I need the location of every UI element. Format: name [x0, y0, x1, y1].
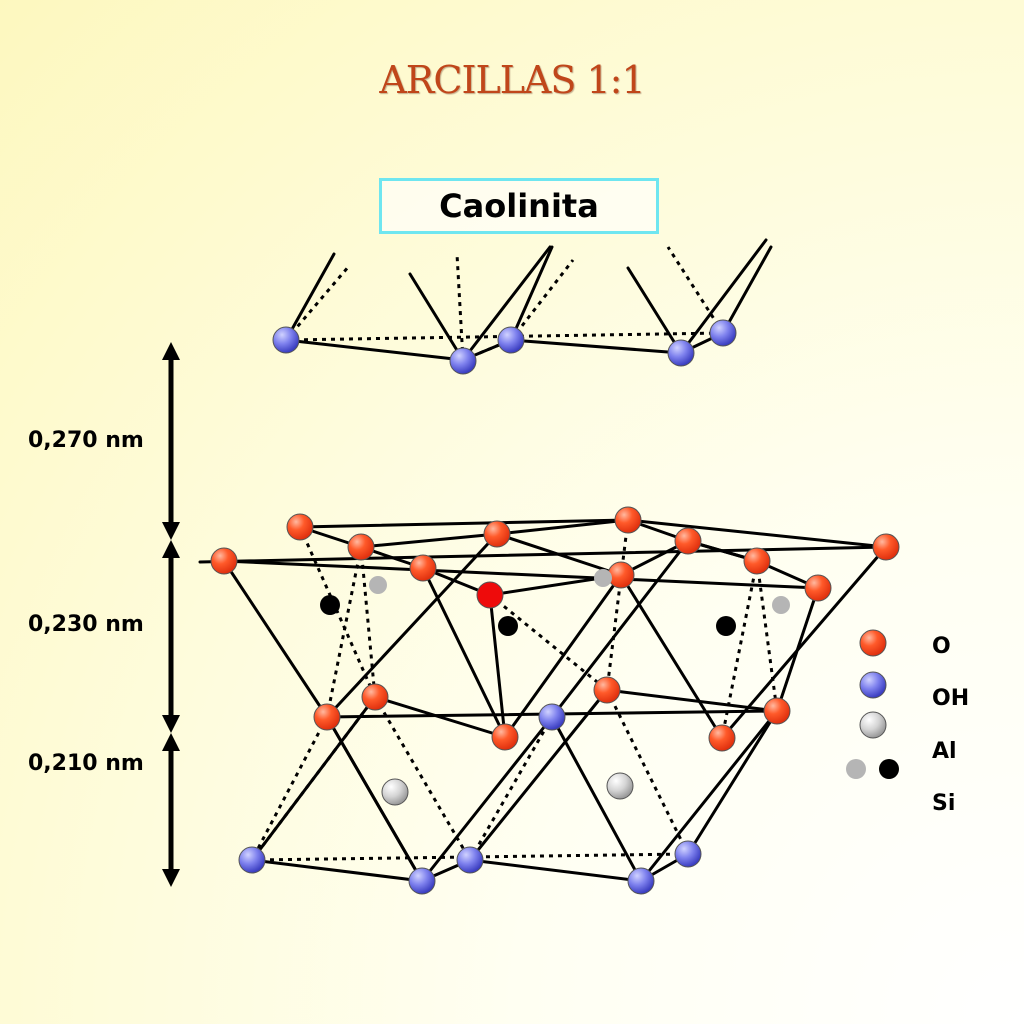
atom-si-black	[716, 616, 736, 636]
atom-o	[347, 533, 375, 561]
atom-oh	[238, 846, 266, 874]
legend-si-black-symbol	[879, 759, 899, 779]
atom-al	[381, 778, 409, 806]
legend-label-al: Al	[932, 739, 957, 764]
atom-o	[491, 723, 519, 751]
atom-o	[361, 683, 389, 711]
atom-si-grey	[772, 596, 790, 614]
legend-label-si: Si	[932, 791, 956, 816]
atom-oh	[538, 703, 566, 731]
atom-o	[708, 724, 736, 752]
legend-o-symbol	[859, 629, 887, 657]
atom-o	[763, 697, 791, 725]
dimension-label-interlayer: 0,270 nm	[28, 428, 144, 453]
legend-si-grey-symbol	[846, 759, 866, 779]
legend-oh-symbol	[859, 671, 887, 699]
legend-label-oh: OH	[932, 686, 970, 711]
atom-oh	[272, 326, 300, 354]
atom-oh	[667, 339, 695, 367]
mineral-name: Caolinita	[439, 187, 599, 225]
atom-oh	[456, 846, 484, 874]
atom-o	[743, 547, 771, 575]
atom-si-grey	[594, 569, 612, 587]
legend-label-o: O	[932, 634, 951, 659]
atom-oh	[709, 319, 737, 347]
atom-o	[476, 581, 504, 609]
atom-o	[674, 527, 702, 555]
page-title: ARCILLAS 1:1	[379, 58, 645, 102]
atom-o	[593, 676, 621, 704]
atom-oh	[497, 326, 525, 354]
solid-bonds	[198, 238, 888, 883]
atom-si-black	[320, 595, 340, 615]
atom-o	[409, 554, 437, 582]
atom-o	[872, 533, 900, 561]
atom-o	[804, 574, 832, 602]
atom-oh	[674, 840, 702, 868]
dimension-label-octahedral: 0,210 nm	[28, 751, 144, 776]
atom-si-black	[498, 616, 518, 636]
atoms	[210, 319, 900, 895]
atom-o	[483, 520, 511, 548]
atom-oh	[627, 867, 655, 895]
legend-symbols	[846, 629, 899, 779]
atom-o	[210, 547, 238, 575]
atom-oh	[408, 867, 436, 895]
dimension-label-tetrahedral: 0,230 nm	[28, 612, 144, 637]
atom-al	[606, 772, 634, 800]
mineral-name-box: Caolinita	[379, 178, 659, 234]
atom-o	[313, 703, 341, 731]
atom-o	[614, 506, 642, 534]
atom-o	[286, 513, 314, 541]
atom-o	[607, 561, 635, 589]
dimension-arrows	[162, 342, 180, 887]
legend-al-symbol	[859, 711, 887, 739]
atom-si-grey	[369, 576, 387, 594]
atom-oh	[449, 347, 477, 375]
